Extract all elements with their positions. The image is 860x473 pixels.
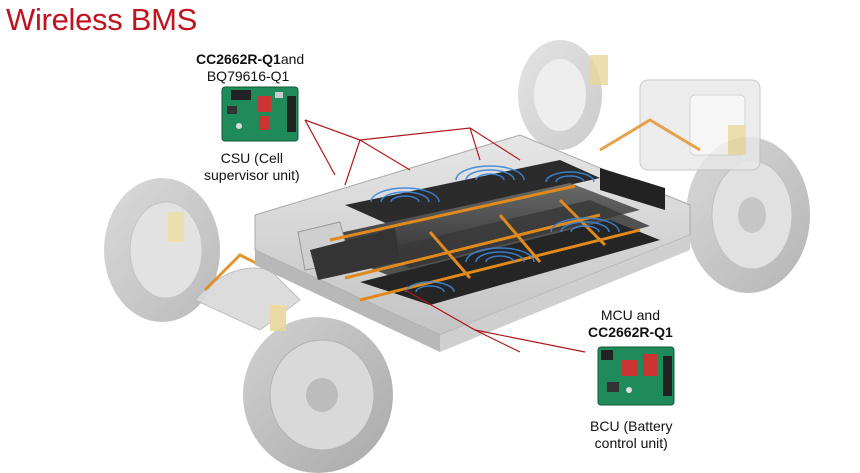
- csu-pcb-board-icon: [221, 86, 299, 142]
- csu-chip-line2: BQ79616-Q1: [206, 68, 290, 84]
- csu-unit-label: CSU (Cell supervisor unit): [204, 150, 300, 184]
- bcu-chip-label: MCU and CC2662R-Q1: [588, 307, 673, 341]
- bcu-name-line2: control unit): [594, 435, 668, 451]
- csu-chip-line1-rest: and: [280, 51, 305, 67]
- bcu-chip-line2-bold: CC2662R-Q1: [588, 324, 673, 340]
- bcu-unit-label: BCU (Battery control unit): [590, 418, 672, 452]
- wireless-signal-icon: [370, 165, 620, 293]
- bcu-name-line1: BCU (Battery: [590, 418, 673, 434]
- csu-chip-label: CC2662R-Q1and BQ79616-Q1: [196, 51, 304, 85]
- csu-name-line2: supervisor unit): [204, 167, 300, 183]
- rear-drive-unit: [590, 55, 761, 171]
- csu-name-line1: CSU (Cell: [220, 150, 283, 166]
- rear-right-wheel: [686, 137, 810, 293]
- front-right-wheel: [243, 317, 393, 473]
- rear-left-wheel: [518, 40, 602, 150]
- page-title: Wireless BMS: [6, 2, 198, 37]
- front-drive-unit: [194, 253, 301, 331]
- bcu-chip-line1: MCU and: [600, 307, 660, 323]
- front-left-wheel: [104, 178, 220, 322]
- bcu-pcb-board-icon: [597, 346, 675, 406]
- connector-lines: [304, 119, 586, 353]
- csu-chip-line1-bold: CC2662R-Q1: [196, 51, 281, 67]
